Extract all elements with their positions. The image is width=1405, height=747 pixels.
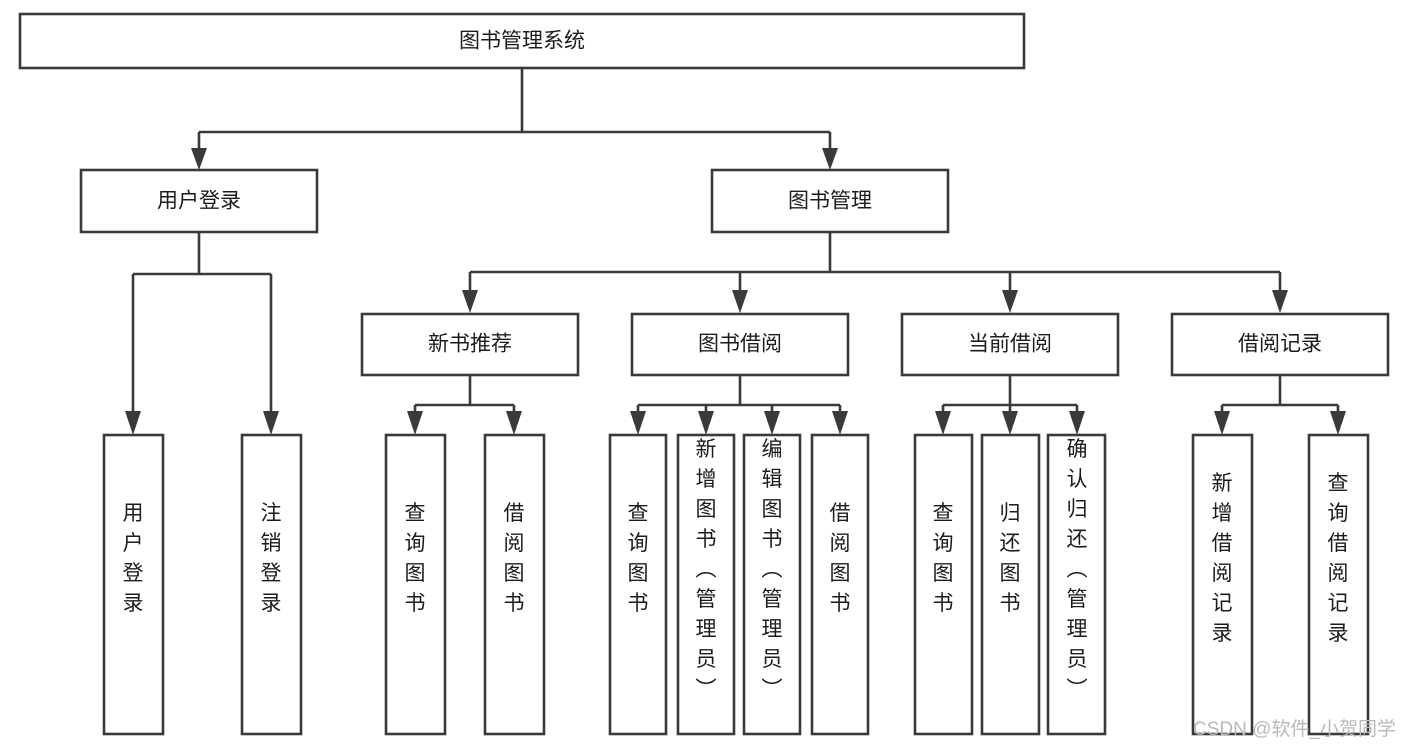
arrowhead-leaf-add-record [1214,411,1230,435]
node-book-borrow-box[interactable] [630,312,850,377]
arrowhead-book-manage [822,148,838,170]
node-user-login-label: 用户登录 [157,190,241,213]
arrowhead-leaf-return-book [1002,411,1018,435]
arrowhead-book-borrow [732,290,748,313]
arrowhead-leaf-query-book-2 [630,411,646,435]
node-leaf-query-book-2-label: 查询图书 [628,502,649,615]
node-book-borrow[interactable]: 图书借阅 [630,312,850,377]
node-leaf-query-book-3[interactable]: 查询图书 [913,433,974,736]
node-current-borrow[interactable]: 当前借阅 [900,312,1120,377]
node-leaf-user-login-box[interactable] [102,433,165,736]
node-leaf-add-book-label: 新增图书︵管理员︶ [696,438,717,701]
node-book-manage[interactable]: 图书管理 [710,168,950,234]
node-leaf-query-book-3-box[interactable] [913,433,974,736]
node-leaf-query-record-box[interactable] [1307,433,1370,736]
arrowhead-leaf-query-book-3 [935,411,951,435]
node-leaf-borrow-book-2-label: 借阅图书 [830,502,851,615]
node-root-label: 图书管理系统 [459,30,585,53]
node-leaf-query-book-3-label: 查询图书 [933,502,954,615]
node-leaf-add-record[interactable]: 新增借阅记录 [1191,433,1254,736]
node-leaf-add-book[interactable]: 新增图书︵管理员︶ [676,433,736,736]
node-leaf-edit-book-label: 编辑图书︵管理员︶ [762,438,783,701]
arrowhead-leaf-confirm-return [1069,411,1085,435]
csdn-watermark: CSDN @软件_小贺同学 [1193,718,1396,740]
node-borrow-record-box[interactable] [1170,312,1390,377]
node-new-book-recommend-label: 新书推荐 [428,333,512,356]
node-leaf-query-book-1-box[interactable] [384,433,447,736]
node-leaf-borrow-book-1-label: 借阅图书 [504,502,525,615]
node-leaf-return-book-box[interactable] [980,433,1041,736]
node-current-borrow-label: 当前借阅 [968,333,1052,356]
node-leaf-borrow-book-2-box[interactable] [810,433,870,736]
node-leaf-borrow-book-1[interactable]: 借阅图书 [483,433,546,736]
node-leaf-confirm-return-label: 确认归还︵管理员︶ [1067,438,1088,701]
node-leaf-confirm-return-box[interactable] [1046,433,1107,736]
node-leaf-user-login-label: 用户登录 [123,502,144,615]
node-leaf-confirm-return[interactable]: 确认归还︵管理员︶ [1046,433,1107,736]
node-leaf-borrow-book-2[interactable]: 借阅图书 [810,433,870,736]
arrowhead-leaf-query-book-1 [407,411,423,435]
node-leaf-edit-book[interactable]: 编辑图书︵管理员︶ [742,433,802,736]
node-borrow-record[interactable]: 借阅记录 [1170,312,1390,377]
node-leaf-query-record[interactable]: 查询借阅记录 [1307,433,1370,736]
node-new-book-recommend[interactable]: 新书推荐 [360,312,580,377]
node-leaf-return-book-label: 归还图书 [1000,502,1021,615]
node-leaf-add-book-box[interactable] [676,433,736,736]
node-borrow-record-label: 借阅记录 [1238,333,1322,356]
node-current-borrow-box[interactable] [900,312,1120,377]
node-root[interactable]: 图书管理系统 [18,12,1026,70]
arrowhead-leaf-add-book [698,411,714,435]
node-book-borrow-label: 图书借阅 [698,333,782,356]
node-leaf-query-book-1-label: 查询图书 [405,502,426,615]
node-leaf-user-logout-label: 注销登录 [261,502,282,615]
node-leaf-query-book-2-box[interactable] [608,433,668,736]
arrowhead-leaf-borrow-book-1 [506,411,522,435]
connector-group [125,68,1346,435]
node-leaf-user-logout-box[interactable] [240,433,303,736]
node-leaf-query-record-label: 查询借阅记录 [1328,472,1349,645]
node-leaf-borrow-book-1-box[interactable] [483,433,546,736]
node-leaf-edit-book-box[interactable] [742,433,802,736]
node-user-login-box[interactable] [79,168,319,234]
node-leaf-user-login[interactable]: 用户登录 [102,433,165,736]
node-leaf-return-book[interactable]: 归还图书 [980,433,1041,736]
arrowhead-leaf-borrow-book-2 [832,411,848,435]
arrowhead-leaf-user-logout [263,411,279,435]
node-book-manage-box[interactable] [710,168,950,234]
arrowhead-new-book-recommend [462,290,478,313]
node-root-box[interactable] [18,12,1026,70]
node-leaf-query-book-1[interactable]: 查询图书 [384,433,447,736]
arrowhead-user-login [191,148,207,170]
arrowhead-leaf-edit-book [764,411,780,435]
node-leaf-add-record-box[interactable] [1191,433,1254,736]
arrowhead-leaf-query-record [1330,411,1346,435]
arrowhead-borrow-record [1272,290,1288,313]
arrowhead-leaf-user-login [125,411,141,435]
node-book-manage-label: 图书管理 [788,190,872,213]
node-user-login[interactable]: 用户登录 [79,168,319,234]
node-leaf-query-book-2[interactable]: 查询图书 [608,433,668,736]
node-new-book-recommend-box[interactable] [360,312,580,377]
node-leaf-add-record-label: 新增借阅记录 [1212,472,1233,645]
arrowhead-current-borrow [1002,290,1018,313]
node-leaf-user-logout[interactable]: 注销登录 [240,433,303,736]
